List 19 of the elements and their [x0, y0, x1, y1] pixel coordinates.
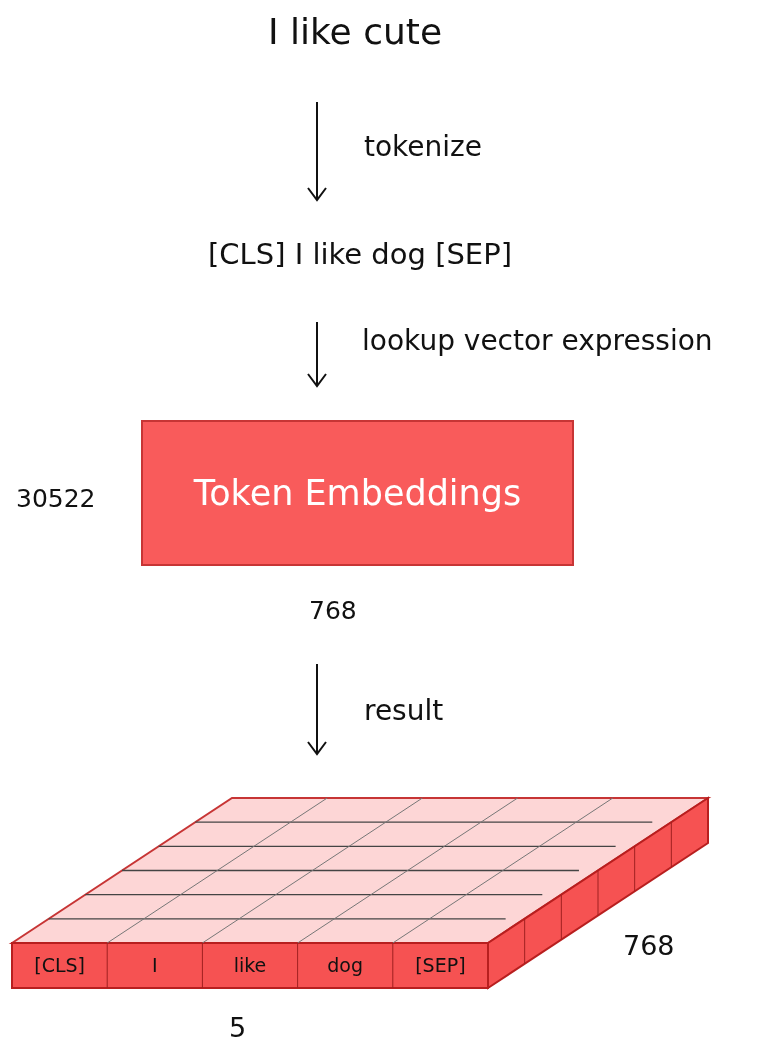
- dimension-label: 768: [623, 932, 675, 959]
- arrow: [307, 321, 327, 387]
- embedding-block: [141, 420, 574, 566]
- dimension-label: 30522: [16, 486, 96, 511]
- edge-label: lookup vector expression: [362, 327, 713, 355]
- sentence-text: I like cute: [267, 10, 443, 52]
- arrow: [307, 101, 327, 201]
- edge-label: result: [364, 697, 444, 725]
- arrow: [307, 663, 327, 755]
- block-title: Token Embeddings: [193, 473, 522, 513]
- dimension-label: 5: [229, 1014, 247, 1041]
- edge-label: tokenize: [364, 133, 482, 161]
- cell-text: [CLS]: [33, 956, 86, 975]
- cell-text: [SEP]: [414, 956, 467, 975]
- dimension-label: 768: [309, 598, 357, 623]
- cell-text: like: [232, 956, 268, 975]
- cell-text: I: [150, 956, 159, 975]
- cell-text: dog: [326, 956, 365, 975]
- sentence-text: [CLS] I like dog [SEP]: [208, 237, 512, 271]
